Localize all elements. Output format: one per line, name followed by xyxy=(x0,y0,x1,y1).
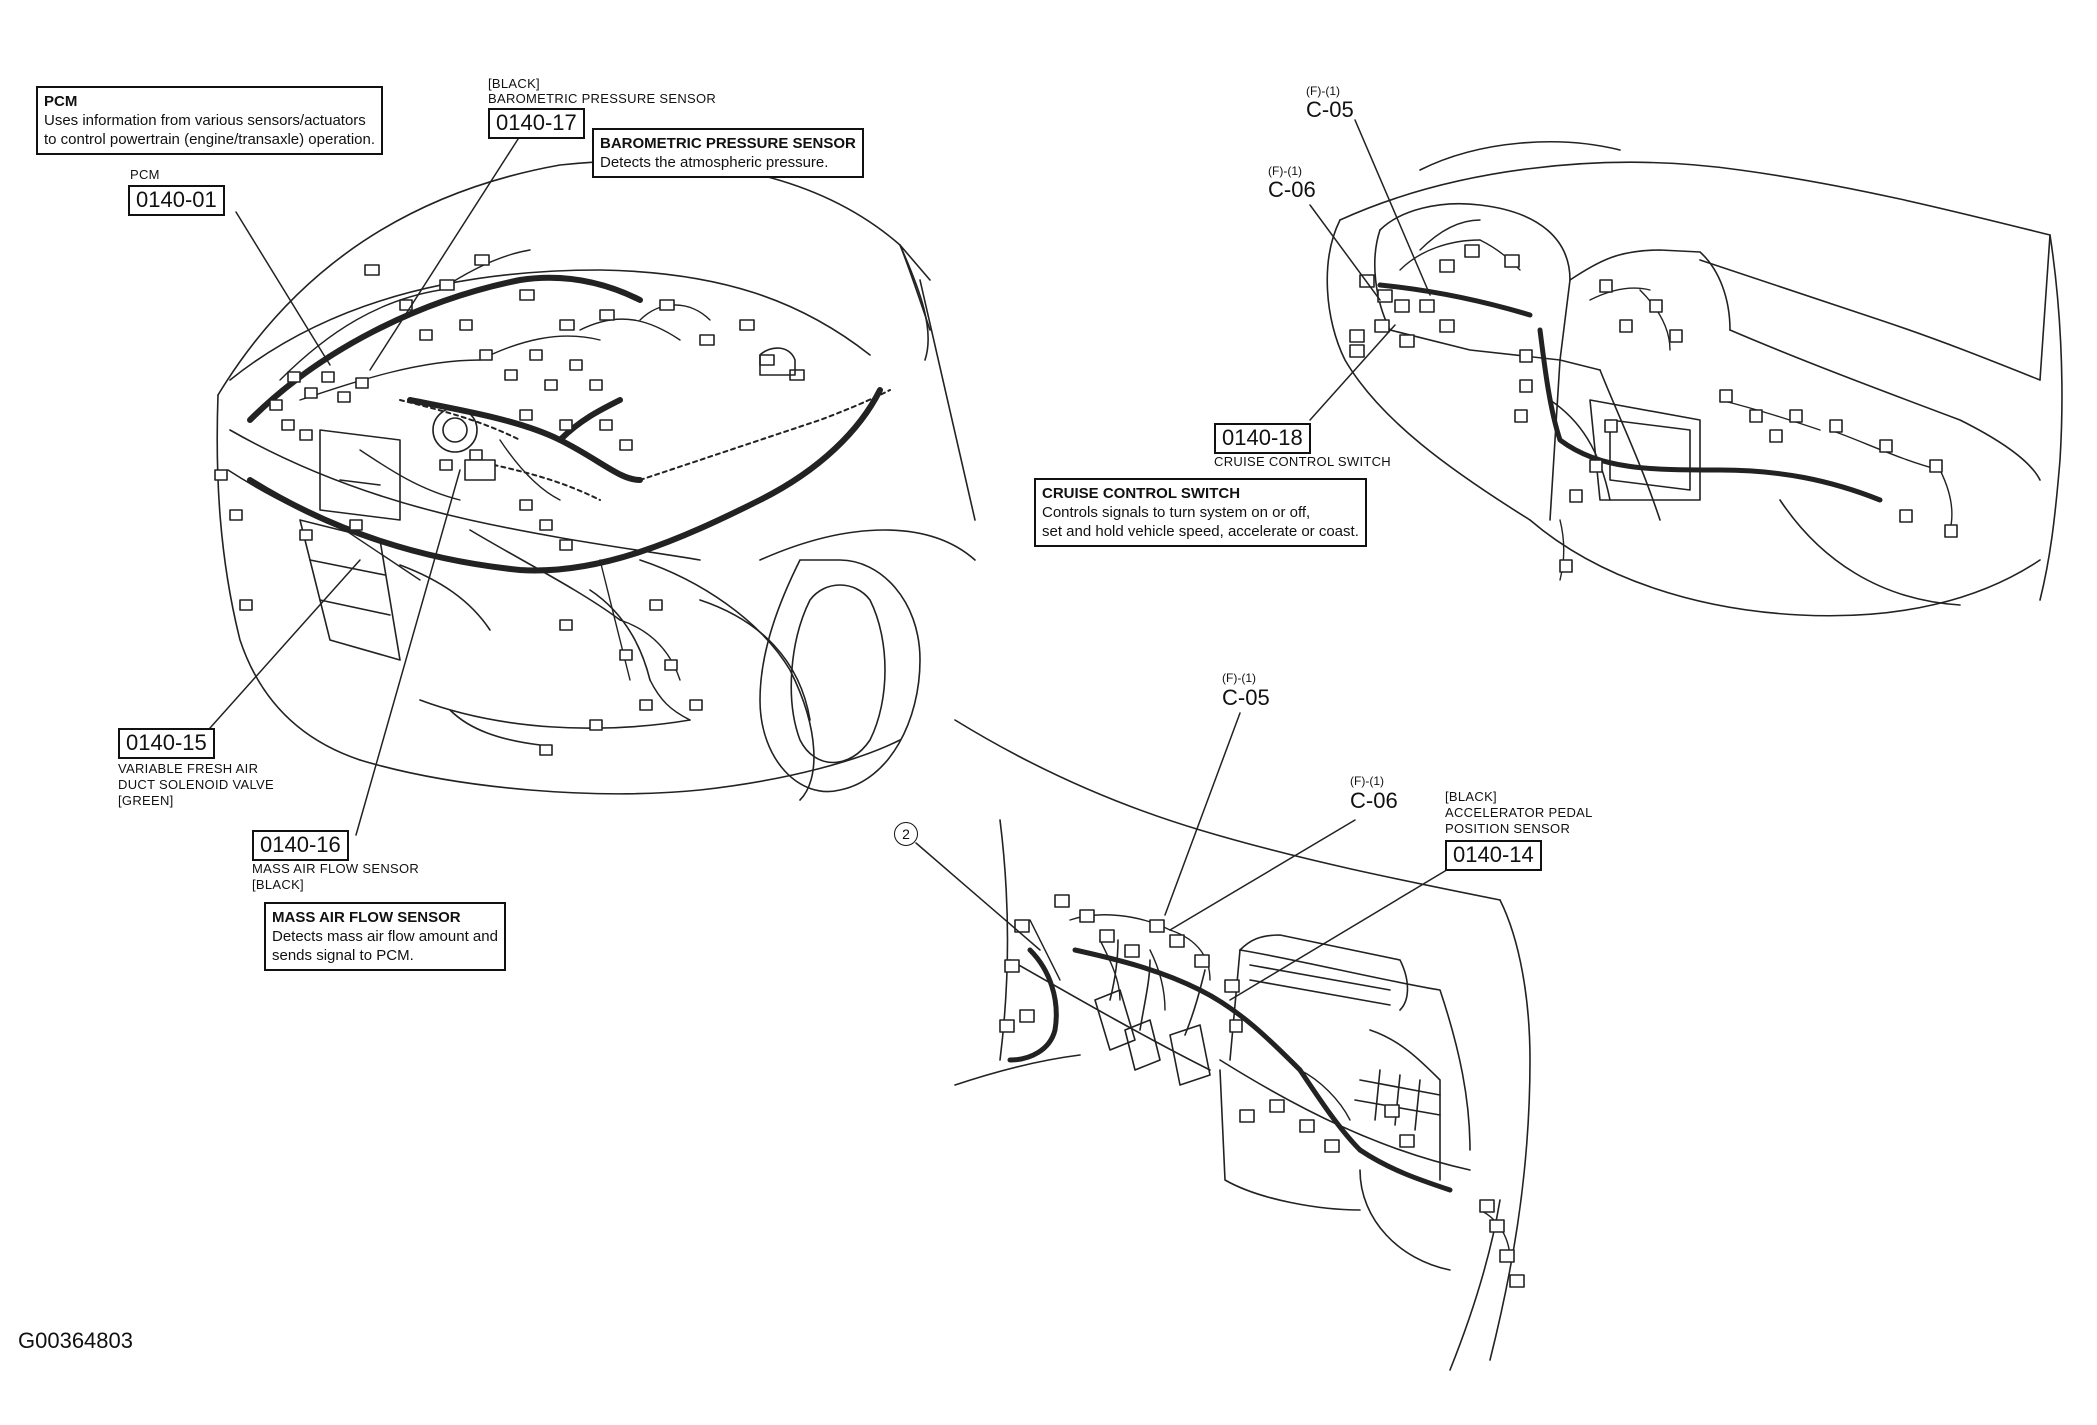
baro-color: [BLACK] xyxy=(488,76,540,91)
dash-c06: C-06 xyxy=(1268,177,1316,202)
baro-callout-title: BAROMETRIC PRESSURE SENSOR xyxy=(600,135,856,152)
pcm-callout-line: to control powertrain (engine/transaxle)… xyxy=(44,131,376,148)
dash-c05: C-05 xyxy=(1306,97,1354,122)
pedals xyxy=(1094,939,1211,1086)
vfad-line: DUCT SOLENOID VALVE xyxy=(118,777,274,792)
cruise-callout-line: set and hold vehicle speed, accelerate o… xyxy=(1042,523,1359,540)
cruise-caption: CRUISE CONTROL SWITCH xyxy=(1214,454,1391,469)
cruise-code: 0140-18 xyxy=(1214,423,1311,454)
baro-code: 0140-17 xyxy=(488,108,585,139)
maf-code: 0140-16 xyxy=(252,830,349,861)
lower-wires xyxy=(1029,914,1511,1261)
pcm-callout-box: PCM Uses information from various sensor… xyxy=(36,86,384,155)
engine-components xyxy=(319,347,796,521)
harness-number-badge: 2 xyxy=(894,822,918,846)
app-line: ACCELERATOR PEDAL xyxy=(1445,805,1593,820)
lower-harness xyxy=(1007,947,1453,1193)
baro-callout-line: Detects the atmospheric pressure. xyxy=(600,154,829,171)
pcm-callout-title: PCM xyxy=(44,93,78,110)
maf-callout-line: sends signal to PCM. xyxy=(272,947,414,964)
leader-lines xyxy=(209,119,1451,1001)
maf-callout-line: Detects mass air flow amount and xyxy=(272,928,498,945)
lower-connectors xyxy=(999,894,1525,1288)
engine-connectors xyxy=(214,254,805,756)
vfad-line: VARIABLE FRESH AIR xyxy=(118,761,259,776)
maf-callout-box: MASS AIR FLOW SENSOR Detects mass air fl… xyxy=(264,902,506,971)
low-c05: C-05 xyxy=(1222,685,1270,710)
cruise-callout-box: CRUISE CONTROL SWITCH Controls signals t… xyxy=(1034,478,1367,547)
pcm-code: 0140-01 xyxy=(128,185,225,216)
vfad-line: [GREEN] xyxy=(118,793,174,808)
dashboard-wires xyxy=(1399,219,1953,581)
cruise-callout-line: Controls signals to turn system on or of… xyxy=(1042,504,1311,521)
low-c05-ref: (F)-(1) xyxy=(1222,671,1256,685)
pcm-callout-line: Uses information from various sensors/ac… xyxy=(44,112,366,129)
engine-wires xyxy=(279,249,711,721)
low-c06-ref: (F)-(1) xyxy=(1350,774,1384,788)
car-front-outline xyxy=(216,160,976,801)
baro-callout-box: BAROMETRIC PRESSURE SENSOR Detects the a… xyxy=(592,128,864,178)
dash-c06-ref: (F)-(1) xyxy=(1268,164,1302,178)
baro-caption: BAROMETRIC PRESSURE SENSOR xyxy=(488,91,717,106)
dash-c05-ref: (F)-(1) xyxy=(1306,84,1340,98)
engine-harness-braid xyxy=(399,389,891,501)
lower-dash-outline xyxy=(954,719,1531,1371)
low-c06: C-06 xyxy=(1350,788,1398,813)
maf-caption: MASS AIR FLOW SENSOR xyxy=(252,861,420,876)
dashboard-harness xyxy=(1377,282,1883,503)
app-color: [BLACK] xyxy=(1445,789,1497,804)
pcm-caption: PCM xyxy=(130,167,160,182)
app-code: 0140-14 xyxy=(1445,840,1542,871)
maf-callout-title: MASS AIR FLOW SENSOR xyxy=(272,909,461,926)
cruise-callout-title: CRUISE CONTROL SWITCH xyxy=(1042,485,1241,502)
vfad-code: 0140-15 xyxy=(118,728,215,759)
dashboard-connectors xyxy=(1349,244,1958,573)
app-line: POSITION SENSOR xyxy=(1445,821,1571,836)
dashboard-outline xyxy=(1326,141,2063,617)
maf-color: [BLACK] xyxy=(252,877,304,892)
figure-id: G00364803 xyxy=(18,1328,133,1353)
